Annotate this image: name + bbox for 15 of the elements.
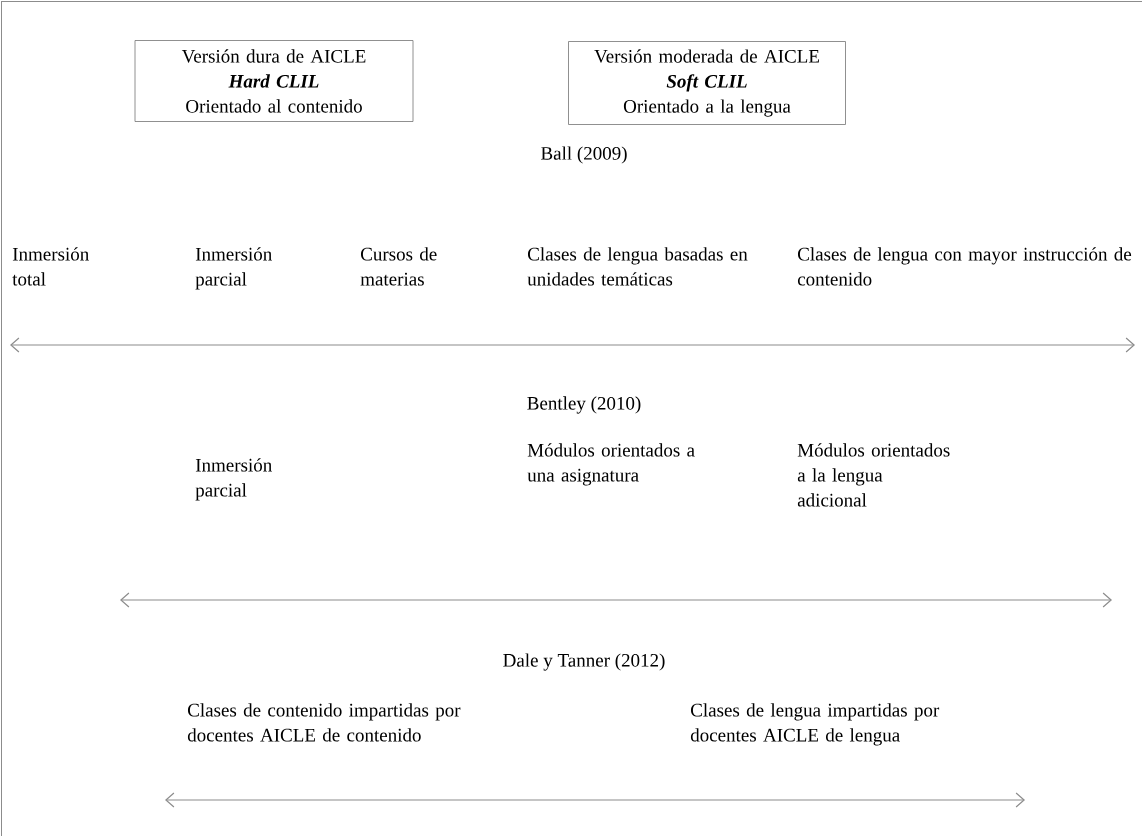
scale-heading: Bentley (2010) [527,396,641,414]
text-box: Versión moderada de AICLE Soft CLIL Orientado a la lengua [568,41,846,125]
scale-item: Módulos orientados a la lengua adicional [797,443,950,507]
scale-item: Inmersión parcial [195,458,272,501]
scale-item: Módulos orientados a una asignatura [527,443,695,486]
scale-item: Clases de lengua basadas en unidades temáticas [527,247,748,286]
scale-item: Clases de lengua con mayor instrucción de contenido [797,247,1132,286]
scale-heading: Dale y Tanner (2012) [503,653,665,671]
text-box: Versión dura de AICLE Hard CLIL Orientado al contenido [134,40,414,122]
scale-item: Inmersión parcial [195,247,272,290]
scale-item: Clases de contenido impartidas por docentes AICLE de contenido [187,703,461,742]
scale-heading: Ball (2009) [541,146,627,164]
scale-item: Inmersión total [12,247,89,286]
scale-item: Clases de lengua impartidas por docentes AICLE de lengua [690,703,940,746]
scale-item: Cursos de materias [360,247,437,286]
